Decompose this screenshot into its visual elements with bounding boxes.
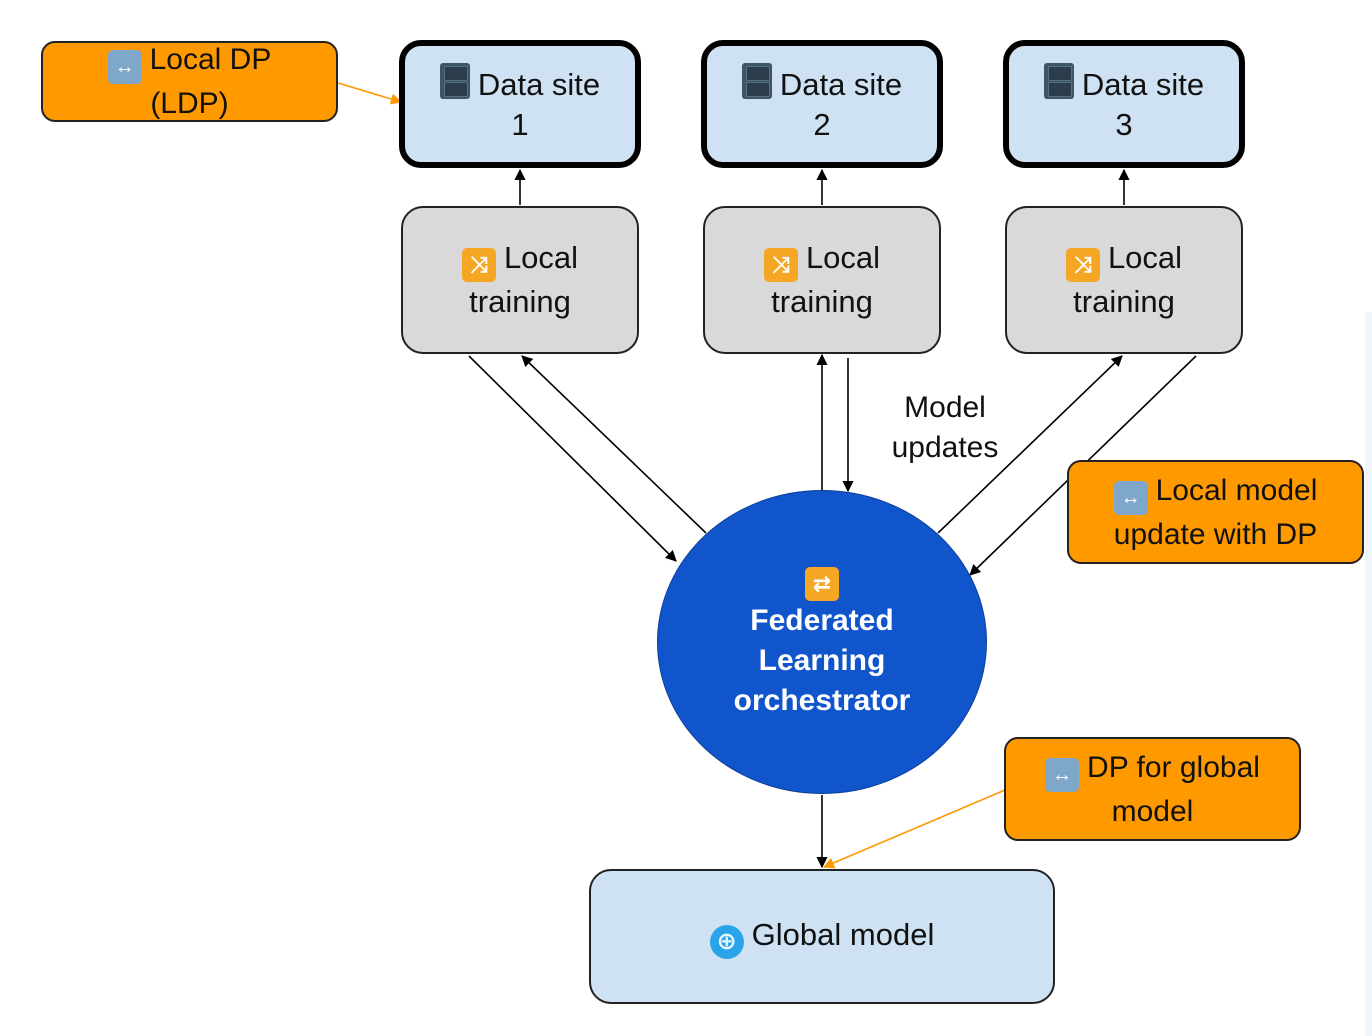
left-right-arrow-icon: ↔: [1113, 480, 1148, 515]
orchestrator-label-line2: Learning: [758, 643, 886, 677]
file-cabinet-icon: [1043, 63, 1074, 99]
annotation-line1: Local DP: [149, 43, 272, 76]
edge-label-line1: Model: [904, 391, 986, 424]
annotation-local-dp[interactable]: ↔Local DP (LDP): [41, 41, 338, 122]
data-site-number: 3: [1115, 107, 1133, 142]
annotation-dp-for-global-model[interactable]: ↔DP for global model: [1004, 737, 1301, 841]
data-site-1[interactable]: Data site 1: [399, 40, 641, 168]
annotation-line1: Local model: [1155, 473, 1318, 507]
local-training-label-line2: training: [771, 284, 873, 319]
edge-training1-to-orchestrator: [468, 355, 677, 562]
file-cabinet-icon: [741, 63, 772, 99]
right-edge-strip: [1365, 312, 1372, 1036]
local-training-label-line1: Local: [1107, 240, 1183, 275]
data-site-2[interactable]: Data site 2: [701, 40, 943, 168]
left-right-arrow-icon: ↔: [1045, 757, 1080, 792]
federated-learning-orchestrator[interactable]: ⇄ Federated Learning orchestrator: [657, 490, 987, 794]
data-site-number: 1: [511, 107, 529, 142]
globe-icon: ⊕: [709, 924, 744, 959]
data-site-label: Data site: [1081, 67, 1205, 102]
local-training-label-line1: Local: [805, 240, 881, 275]
edge-label-line2: updates: [891, 431, 999, 464]
left-right-arrow-icon: ↔: [107, 50, 142, 84]
edge-orchestrator-to-training1: [521, 355, 707, 534]
local-training-2[interactable]: ⤨Local training: [703, 206, 941, 354]
shuffle-icon: ⤨: [461, 248, 496, 282]
local-training-label-line2: training: [1073, 284, 1175, 319]
local-training-label-line1: Local: [503, 240, 579, 275]
data-site-label: Data site: [779, 67, 903, 102]
shuffle-icon: ⤨: [763, 248, 798, 282]
annotation-line2: update with DP: [1113, 517, 1318, 551]
data-site-number: 2: [813, 107, 831, 142]
model-updates-label: Model updates: [870, 388, 1020, 468]
shuffle-icon: ⤨: [1065, 248, 1100, 282]
annotation-arrow-dp-global: [822, 789, 1006, 869]
annotation-line2: model: [1111, 794, 1194, 828]
annotation-line1: DP for global: [1087, 750, 1260, 784]
data-site-3[interactable]: Data site 3: [1003, 40, 1245, 168]
global-model[interactable]: ⊕Global model: [589, 869, 1055, 1004]
orchestrator-label-line1: Federated: [750, 603, 894, 637]
data-site-label: Data site: [477, 67, 601, 102]
annotation-local-model-update-with-dp[interactable]: ↔Local model update with DP: [1067, 460, 1364, 564]
orchestrator-label-line3: orchestrator: [733, 683, 911, 717]
file-cabinet-icon: [439, 63, 470, 99]
local-training-1[interactable]: ⤨Local training: [401, 206, 639, 354]
local-training-3[interactable]: ⤨Local training: [1005, 206, 1243, 354]
local-training-label-line2: training: [469, 284, 571, 319]
repeat-icon: ⇄: [805, 566, 839, 601]
annotation-line2: (LDP): [150, 87, 229, 120]
annotation-arrow-local-dp: [337, 82, 403, 105]
global-model-label: Global model: [751, 916, 935, 952]
